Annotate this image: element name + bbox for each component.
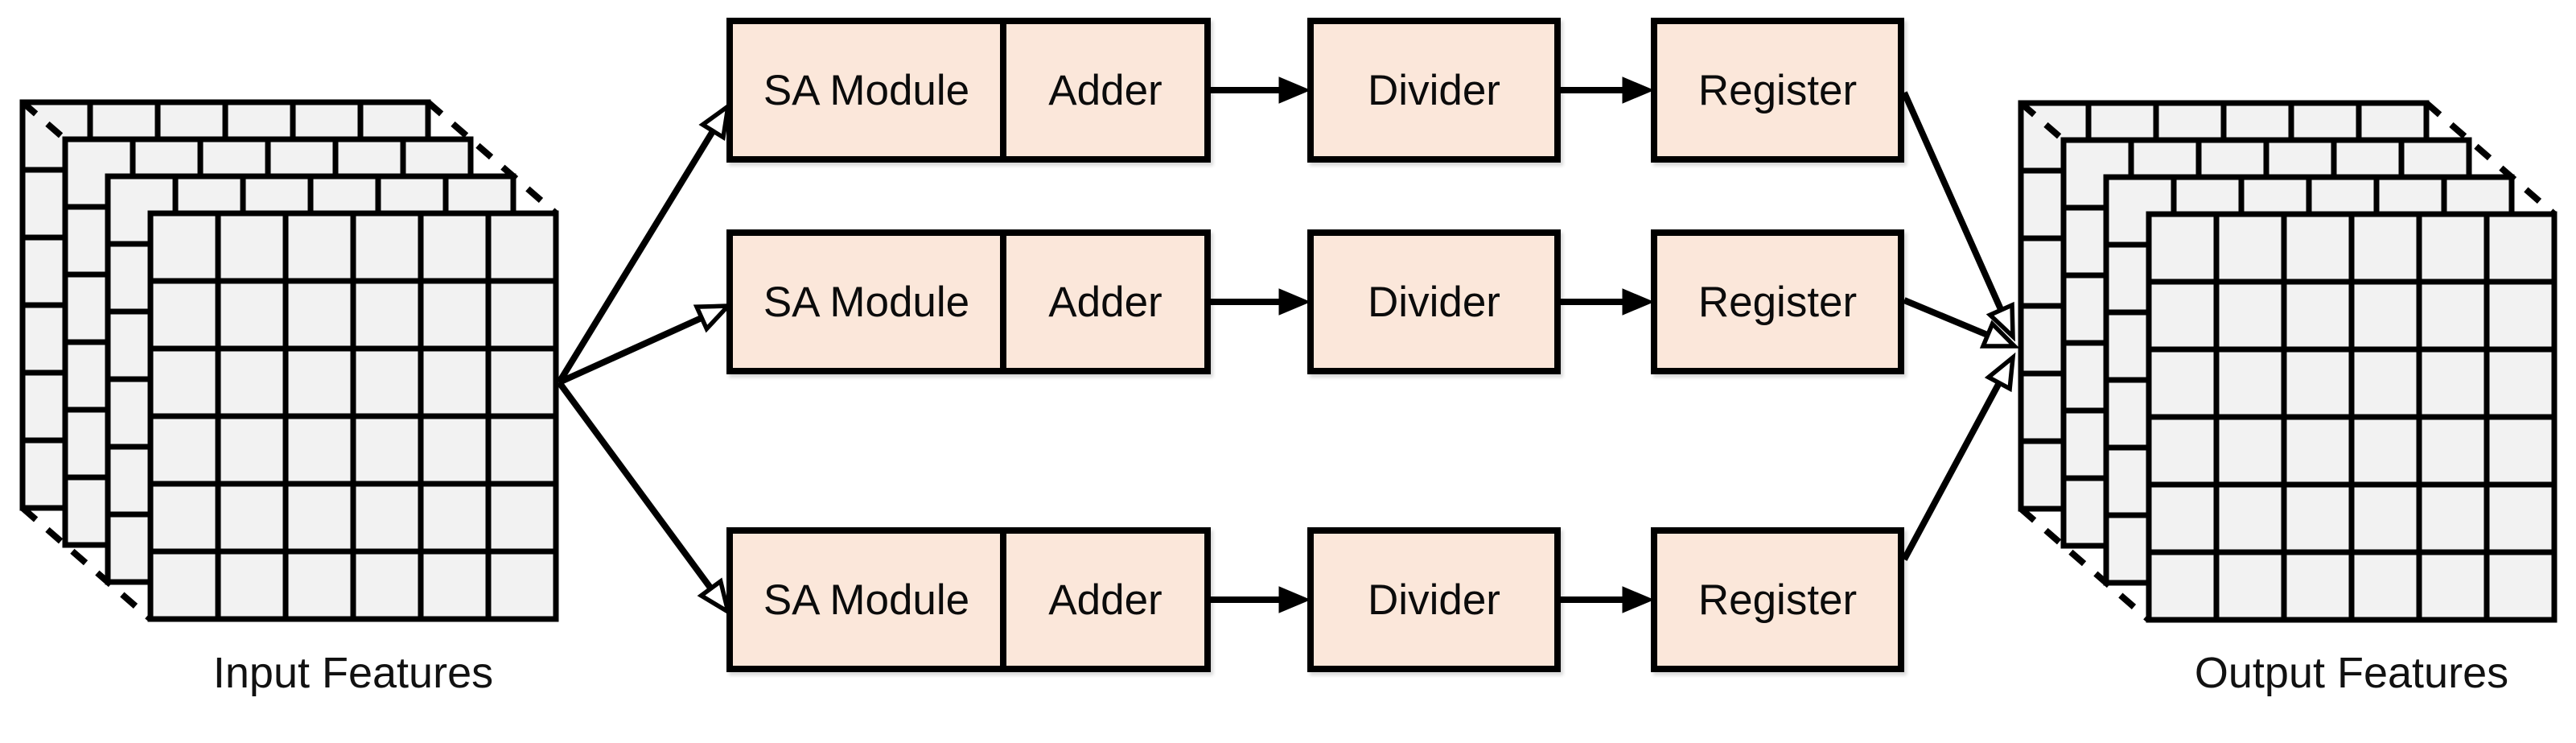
adder-label: Adder — [1048, 66, 1162, 114]
register-to-output-arrow-line — [1903, 297, 1990, 338]
adder-label: Adder — [1048, 576, 1162, 624]
adder-to-divider-arrow-arrowhead — [1278, 76, 1311, 104]
depth-dash-line — [20, 505, 153, 622]
depth-dash-line — [2018, 506, 2151, 623]
register-box: Register — [1651, 18, 1904, 163]
pipeline-branch-row: SA Module Adder Divider Register — [0, 527, 2576, 672]
sa-adder-box: SA Module Adder — [726, 229, 1211, 374]
divider-to-register-arrow-arrowhead — [1622, 586, 1655, 613]
sa-module-label: SA Module — [763, 576, 970, 624]
fan-out-arrow-open-arrowhead — [697, 577, 732, 617]
merge-arrows — [1901, 91, 2020, 561]
fan-out-arrow-line — [556, 129, 716, 385]
pipeline-branch-row: SA Module Adder Divider Register — [0, 18, 2576, 163]
input-feature-stack — [19, 99, 559, 622]
divider-label: Divider — [1368, 278, 1500, 326]
sa-module-box: SA Module — [733, 236, 1000, 368]
divider-to-register-arrow-arrowhead — [1622, 288, 1655, 316]
divider-label: Divider — [1368, 66, 1500, 114]
box-divider-line — [1000, 236, 1006, 368]
fan-out-arrow-open-arrowhead — [698, 101, 731, 142]
adder-box: Adder — [1006, 24, 1204, 156]
fan-out-arrow-open-arrowhead — [693, 303, 734, 333]
row-arrows — [1211, 76, 1655, 613]
register-label: Register — [1697, 66, 1858, 114]
adder-label: Adder — [1048, 278, 1162, 326]
register-to-output-arrow-open-arrowhead — [1985, 301, 2015, 342]
adder-to-divider-arrow-arrowhead — [1278, 586, 1311, 613]
box-divider-line — [1000, 534, 1006, 666]
divider-box: Divider — [1307, 18, 1561, 163]
register-to-output-arrow-line — [1901, 381, 2002, 561]
sa-adder-box: SA Module Adder — [726, 18, 1211, 163]
divider-box: Divider — [1307, 229, 1561, 374]
sa-module-label: SA Module — [763, 66, 970, 114]
adder-box: Adder — [1006, 236, 1204, 368]
sa-module-label: SA Module — [763, 278, 970, 326]
sa-adder-box: SA Module Adder — [726, 527, 1211, 672]
input-features-label: Input Features — [212, 649, 494, 697]
sa-module-box: SA Module — [733, 534, 1000, 666]
sa-module-box: SA Module — [733, 24, 1000, 156]
pipeline-branch-row: SA Module Adder Divider Register — [0, 229, 2576, 374]
output-features-label: Output Features — [2194, 649, 2509, 697]
divider-to-register-arrow-arrowhead — [1622, 76, 1655, 104]
output-feature-stack — [2018, 100, 2557, 623]
adder-box: Adder — [1006, 534, 1204, 666]
register-to-output-arrow-open-arrowhead — [1984, 352, 2016, 393]
fan-out-arrow-line — [558, 315, 703, 386]
register-to-output-arrow-line — [1901, 91, 2005, 312]
fan-out-arrows — [556, 101, 734, 617]
depth-dash-line — [426, 99, 558, 217]
register-label: Register — [1697, 278, 1858, 326]
depth-dash-line — [2424, 100, 2557, 217]
register-label: Register — [1697, 576, 1858, 624]
register-box: Register — [1651, 527, 1904, 672]
register-box: Register — [1651, 229, 1904, 374]
register-to-output-arrow-open-arrowhead — [1979, 320, 2020, 349]
adder-to-divider-arrow-arrowhead — [1278, 288, 1311, 316]
fan-out-arrow-line — [556, 380, 714, 591]
divider-box: Divider — [1307, 527, 1561, 672]
divider-label: Divider — [1368, 576, 1500, 624]
box-divider-line — [1000, 24, 1006, 156]
